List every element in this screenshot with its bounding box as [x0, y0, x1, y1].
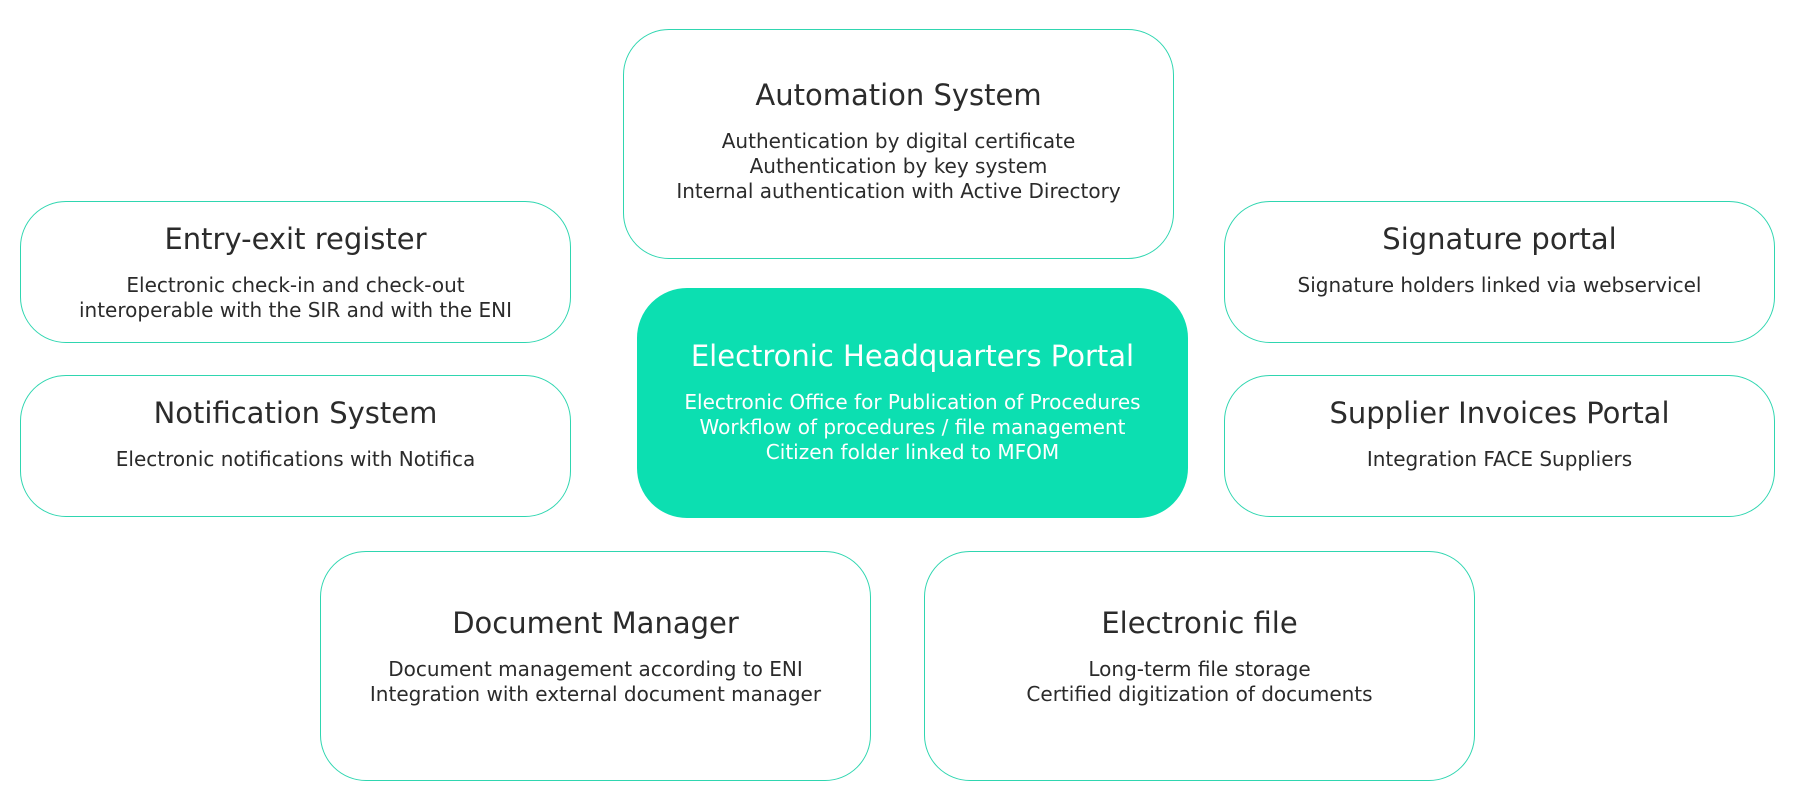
- notification-system-title: Notification System: [153, 396, 438, 430]
- document-manager-line: Integration with external document manag…: [369, 682, 822, 706]
- notification-system-line: Electronic notifications with Notifica: [115, 447, 476, 471]
- document-manager-description: Document management according to ENI Int…: [321, 657, 870, 707]
- signature-portal-title: Signature portal: [1382, 222, 1617, 256]
- signature-portal-line: Signature holders linked via webservicel: [1297, 273, 1702, 297]
- document-manager-title: Document Manager: [452, 606, 739, 640]
- electronic-headquarters-portal-line: Citizen folder linked to MFOM: [765, 440, 1060, 464]
- automation-system-description: Authentication by digital certificate Au…: [624, 129, 1173, 204]
- automation-system-line: Authentication by digital certificate: [721, 129, 1076, 153]
- entry-exit-register-title: Entry-exit register: [164, 222, 427, 256]
- automation-system-line: Authentication by key system: [749, 154, 1048, 178]
- automation-system-box: Automation System Authentication by digi…: [623, 29, 1174, 259]
- document-manager-line: Document management according to ENI: [388, 657, 803, 681]
- supplier-invoices-portal-box: Supplier Invoices Portal Integration FAC…: [1224, 375, 1775, 517]
- signature-portal-description: Signature holders linked via webservicel: [1225, 273, 1774, 298]
- entry-exit-register-line: interoperable with the SIR and with the …: [78, 298, 513, 322]
- automation-system-line: Internal authentication with Active Dire…: [676, 179, 1121, 203]
- electronic-file-line: Certified digitization of documents: [1026, 682, 1373, 706]
- electronic-file-description: Long-term file storage Certified digitiz…: [925, 657, 1474, 707]
- electronic-headquarters-portal-line: Workflow of procedures / file management: [699, 415, 1126, 439]
- supplier-invoices-portal-description: Integration FACE Suppliers: [1225, 447, 1774, 472]
- notification-system-box: Notification System Electronic notificat…: [20, 375, 571, 517]
- electronic-file-box: Electronic file Long-term file storage C…: [924, 551, 1475, 781]
- supplier-invoices-portal-line: Integration FACE Suppliers: [1366, 447, 1633, 471]
- electronic-headquarters-portal-description: Electronic Office for Publication of Pro…: [638, 390, 1187, 465]
- electronic-file-title: Electronic file: [1101, 606, 1298, 640]
- signature-portal-box: Signature portal Signature holders linke…: [1224, 201, 1775, 343]
- document-manager-box: Document Manager Document management acc…: [320, 551, 871, 781]
- electronic-headquarters-portal-box: Electronic Headquarters Portal Electroni…: [637, 288, 1188, 518]
- entry-exit-register-description: Electronic check-in and check-out intero…: [21, 273, 570, 323]
- entry-exit-register-box: Entry-exit register Electronic check-in …: [20, 201, 571, 343]
- automation-system-title: Automation System: [755, 78, 1042, 112]
- electronic-file-line: Long-term file storage: [1088, 657, 1311, 681]
- electronic-headquarters-portal-title: Electronic Headquarters Portal: [690, 339, 1135, 373]
- supplier-invoices-portal-title: Supplier Invoices Portal: [1329, 396, 1670, 430]
- entry-exit-register-line: Electronic check-in and check-out: [126, 273, 465, 297]
- electronic-headquarters-portal-line: Electronic Office for Publication of Pro…: [684, 390, 1141, 414]
- notification-system-description: Electronic notifications with Notifica: [21, 447, 570, 472]
